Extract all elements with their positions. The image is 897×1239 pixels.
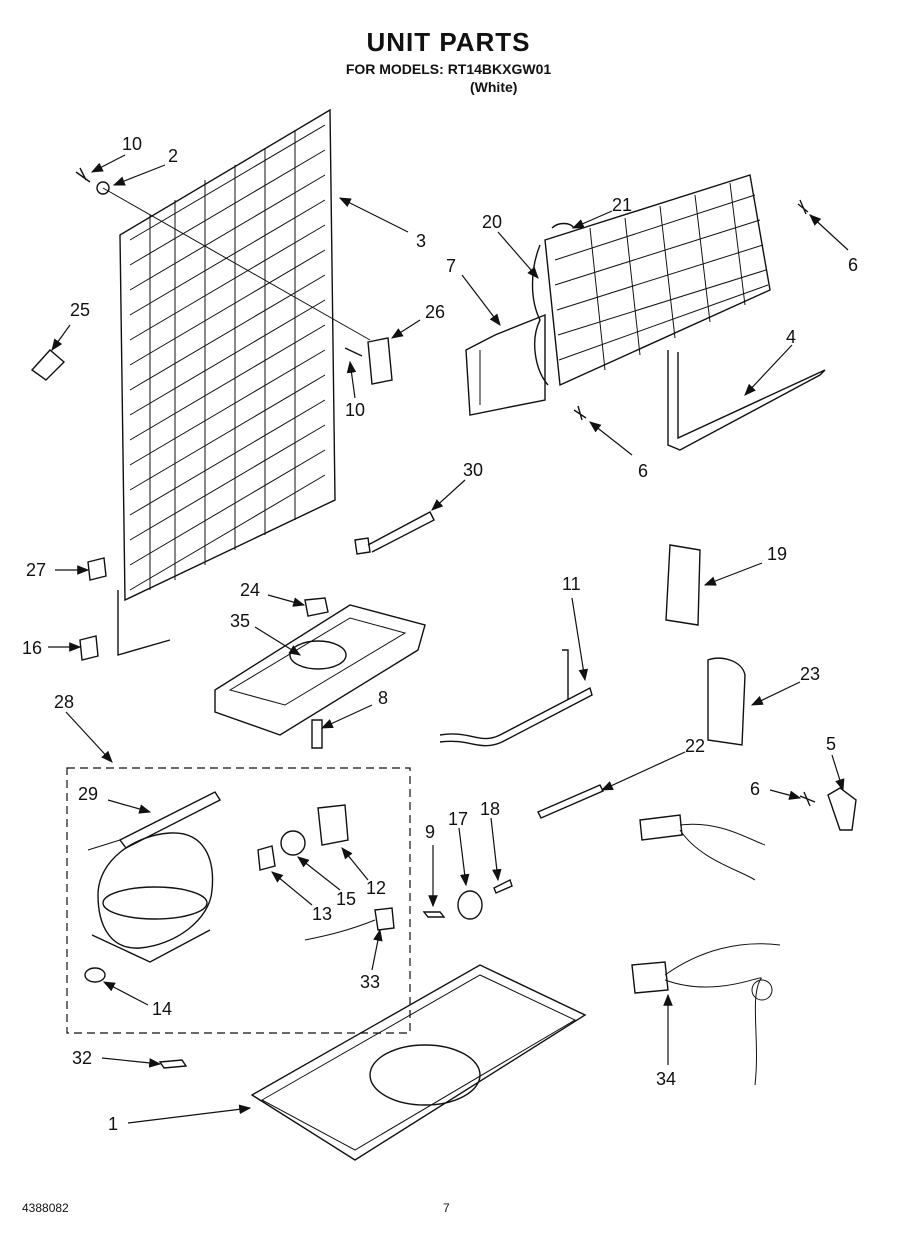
- callout-9: 9: [425, 822, 435, 842]
- callout-32: 32: [72, 1048, 92, 1068]
- callout-10: 10: [345, 400, 365, 420]
- relay-part-15: [280, 830, 306, 856]
- grommet-part-17: [457, 890, 483, 920]
- callout-26: 26: [425, 302, 445, 322]
- screw-part-6-top: [797, 199, 809, 215]
- evaporator-coil: [531, 174, 771, 387]
- callout-19: 19: [767, 544, 787, 564]
- defrost-heater-part-4: [667, 350, 826, 451]
- bracket-part-5: [827, 787, 857, 831]
- callout-28: 28: [54, 692, 74, 712]
- document-number: 4388082: [22, 1201, 69, 1215]
- condenser-coil: [117, 108, 336, 656]
- callout-6: 6: [638, 461, 648, 481]
- callout-27: 27: [26, 560, 46, 580]
- callout-20: 20: [482, 212, 502, 232]
- callout-21: 21: [612, 195, 632, 215]
- leader-lines: [48, 154, 849, 1124]
- callout-8: 8: [378, 688, 388, 708]
- callout-25: 25: [70, 300, 90, 320]
- plug-part-32: [158, 1059, 188, 1069]
- thermostat-part-21: [551, 222, 575, 229]
- compressor: [91, 832, 214, 963]
- insulation-part-23: [707, 657, 746, 746]
- callout-33: 33: [360, 972, 380, 992]
- insulation-part-19: [665, 544, 701, 626]
- sleeve-part-22: [537, 784, 604, 819]
- callout-15: 15: [336, 889, 356, 909]
- screw-part-6-bottom: [799, 791, 816, 807]
- capacitor-part-33: [304, 907, 395, 941]
- callout-2: 2: [168, 146, 178, 166]
- model-subtitle: FOR MODELS: RT14BKXGW01: [345, 61, 552, 77]
- callout-14: 14: [152, 999, 172, 1019]
- compressor-kit-outline: [66, 767, 411, 1034]
- clip-part-27: [87, 557, 107, 581]
- callout-24: 24: [240, 580, 260, 600]
- page-number: 7: [443, 1201, 450, 1215]
- color-note: (White): [470, 79, 518, 95]
- callout-7: 7: [446, 256, 456, 276]
- drip-tray-part-7: [465, 313, 546, 416]
- callout-13: 13: [312, 904, 332, 924]
- callout-3: 3: [416, 231, 426, 251]
- callout-16: 16: [22, 638, 42, 658]
- clip-part-9: [422, 911, 446, 918]
- callout-30: 30: [463, 460, 483, 480]
- screw-part-18: [493, 879, 513, 894]
- screw-part-6-mid: [573, 405, 587, 421]
- callout-1: 1: [108, 1114, 118, 1134]
- callout-6: 6: [848, 255, 858, 275]
- base-plate-part-1: [250, 964, 587, 1161]
- callout-22: 22: [685, 736, 705, 756]
- callout-6: 6: [750, 779, 760, 799]
- callout-35: 35: [230, 611, 250, 631]
- wire-harness-part-34: [631, 814, 781, 1086]
- nut-part-24: [304, 597, 329, 617]
- callout-5: 5: [826, 734, 836, 754]
- callout-29: 29: [78, 784, 98, 804]
- callout-12: 12: [366, 878, 386, 898]
- wire-harness-part-30: [354, 511, 435, 555]
- overload-part-13: [257, 845, 276, 871]
- callout-18: 18: [480, 799, 500, 819]
- cover-part-12: [317, 804, 349, 846]
- bracket-part-26: [344, 337, 393, 385]
- clip-part-16: [79, 635, 99, 661]
- clip-part-25: [30, 349, 66, 381]
- callout-4: 4: [786, 327, 796, 347]
- grommet-part-14: [84, 967, 106, 983]
- spacer-part-2: [96, 181, 371, 341]
- callout-labels: 10 2 3 25 26 10 21 20 7 6 4 6 30 19 11 2…: [22, 134, 858, 1134]
- screw-part-10-top: [75, 167, 91, 183]
- page-title: UNIT PARTS: [366, 27, 531, 57]
- drier-part-29: [87, 791, 221, 851]
- callout-10: 10: [122, 134, 142, 154]
- drain-tube-part-8: [311, 719, 323, 749]
- tube-part-11: [439, 649, 593, 747]
- callout-34: 34: [656, 1069, 676, 1089]
- callout-23: 23: [800, 664, 820, 684]
- callout-11: 11: [562, 574, 581, 594]
- callout-17: 17: [448, 809, 468, 829]
